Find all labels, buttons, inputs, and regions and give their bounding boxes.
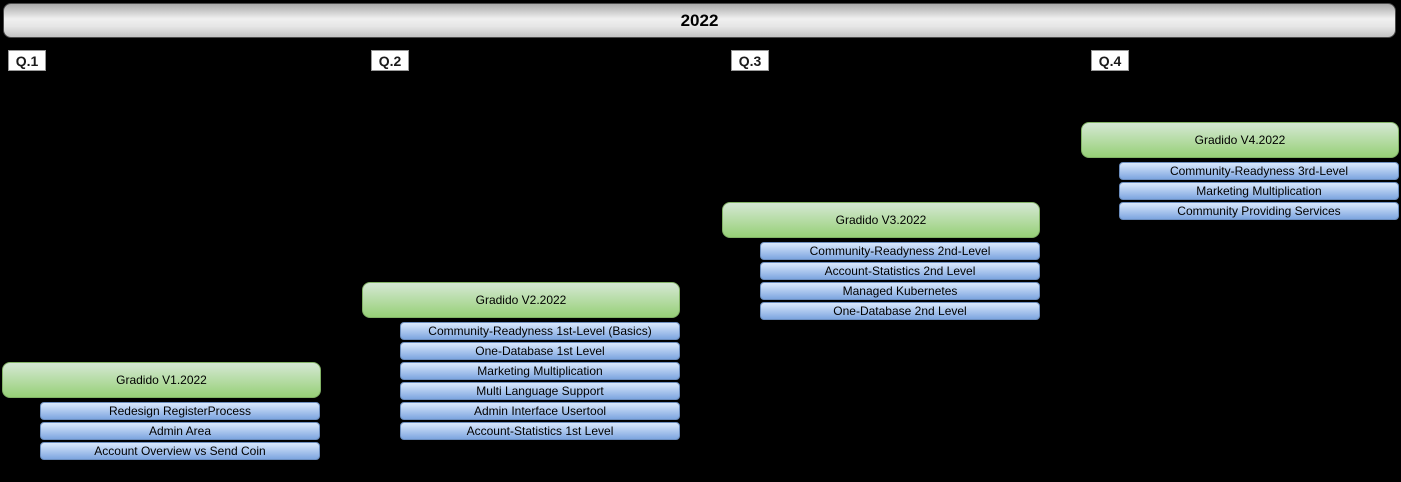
year-title: 2022 <box>680 10 719 30</box>
roadmap-item: One-Database 2nd Level <box>760 302 1040 320</box>
release-box-v3: Gradido V3.2022 <box>722 202 1040 238</box>
roadmap-item: Admin Area <box>40 422 320 440</box>
release-box-v1: Gradido V1.2022 <box>2 362 321 398</box>
year-header: 2022 <box>3 3 1396 38</box>
release-box-v4: Gradido V4.2022 <box>1081 122 1399 158</box>
roadmap-item: Redesign RegisterProcess <box>40 402 320 420</box>
roadmap-item: Marketing Multiplication <box>400 362 680 380</box>
quarter-label-q2: Q.2 <box>371 50 409 71</box>
roadmap-item: Community-Readyness 1st-Level (Basics) <box>400 322 680 340</box>
roadmap-item: Managed Kubernetes <box>760 282 1040 300</box>
roadmap-item: Multi Language Support <box>400 382 680 400</box>
quarter-label-q3: Q.3 <box>731 50 769 71</box>
roadmap-item: Community-Readyness 2nd-Level <box>760 242 1040 260</box>
quarter-label-q1: Q.1 <box>8 50 46 71</box>
roadmap-item: Account Overview vs Send Coin <box>40 442 320 460</box>
roadmap-item: Admin Interface Usertool <box>400 402 680 420</box>
quarter-label-q4: Q.4 <box>1091 50 1129 71</box>
roadmap-item: One-Database 1st Level <box>400 342 680 360</box>
roadmap-item: Marketing Multiplication <box>1119 182 1399 200</box>
release-box-v2: Gradido V2.2022 <box>362 282 680 318</box>
roadmap-item: Account-Statistics 2nd Level <box>760 262 1040 280</box>
roadmap-item: Community-Readyness 3rd-Level <box>1119 162 1399 180</box>
roadmap-item: Account-Statistics 1st Level <box>400 422 680 440</box>
roadmap-item: Community Providing Services <box>1119 202 1399 220</box>
